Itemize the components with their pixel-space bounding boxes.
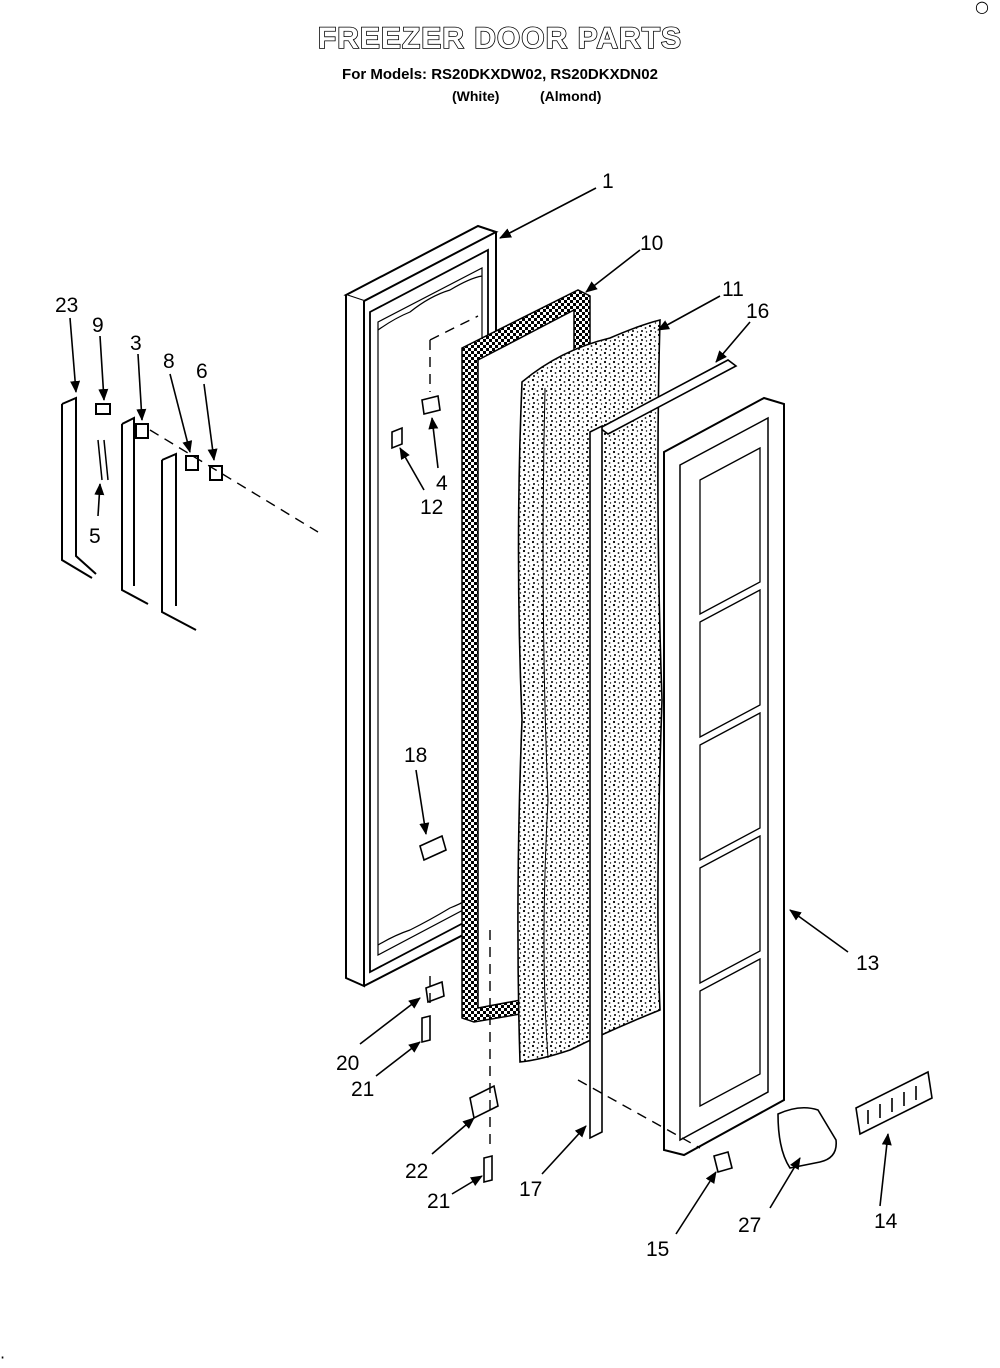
assembly-dashed-lines xyxy=(149,315,701,1150)
top-trim-strip xyxy=(598,359,738,435)
callout-17: 17 xyxy=(519,1178,542,1201)
callout-13: 13 xyxy=(856,952,879,975)
callout-labels: 1 10 11 16 23 9 3 8 6 4 12 5 18 13 20 21… xyxy=(55,170,898,1261)
corner-mark-top-right: ○ xyxy=(975,0,989,16)
callout-16: 16 xyxy=(746,300,769,323)
callout-5: 5 xyxy=(89,525,101,548)
callout-15: 15 xyxy=(646,1238,669,1261)
variant-almond-label: (Almond) xyxy=(540,88,602,104)
diagram-title: FREEZER DOOR PARTS xyxy=(317,21,683,56)
callout-27: 27 xyxy=(738,1214,761,1237)
kick-grille xyxy=(855,1070,933,1136)
callout-1: 1 xyxy=(602,170,614,193)
callout-9: 9 xyxy=(92,314,104,337)
side-trim-strip xyxy=(589,424,603,1140)
callout-20: 20 xyxy=(336,1052,359,1075)
corner-mark-bottom-left: · xyxy=(0,1348,6,1367)
callout-11: 11 xyxy=(722,278,744,301)
callout-12: 12 xyxy=(420,496,443,519)
models-line: For Models: RS20DKXDW02, RS20DKXDN02 xyxy=(342,66,658,83)
callout-10: 10 xyxy=(640,232,663,255)
outer-door-panel xyxy=(343,224,499,988)
callout-23: 23 xyxy=(55,294,78,317)
handle-assembly xyxy=(61,396,223,631)
callout-6: 6 xyxy=(196,360,208,383)
callout-4: 4 xyxy=(436,472,448,495)
variant-white-label: (White) xyxy=(452,88,500,104)
callout-18: 18 xyxy=(404,744,427,767)
callout-14: 14 xyxy=(874,1210,898,1233)
inner-door-liner xyxy=(663,396,785,1157)
callout-8: 8 xyxy=(163,350,175,373)
callout-3: 3 xyxy=(130,332,142,355)
callout-21-upper: 21 xyxy=(351,1078,374,1101)
callout-21-lower: 21 xyxy=(427,1190,450,1213)
door-bracket xyxy=(777,1106,837,1169)
callout-22: 22 xyxy=(405,1160,428,1183)
callout-leaders xyxy=(69,187,892,1235)
